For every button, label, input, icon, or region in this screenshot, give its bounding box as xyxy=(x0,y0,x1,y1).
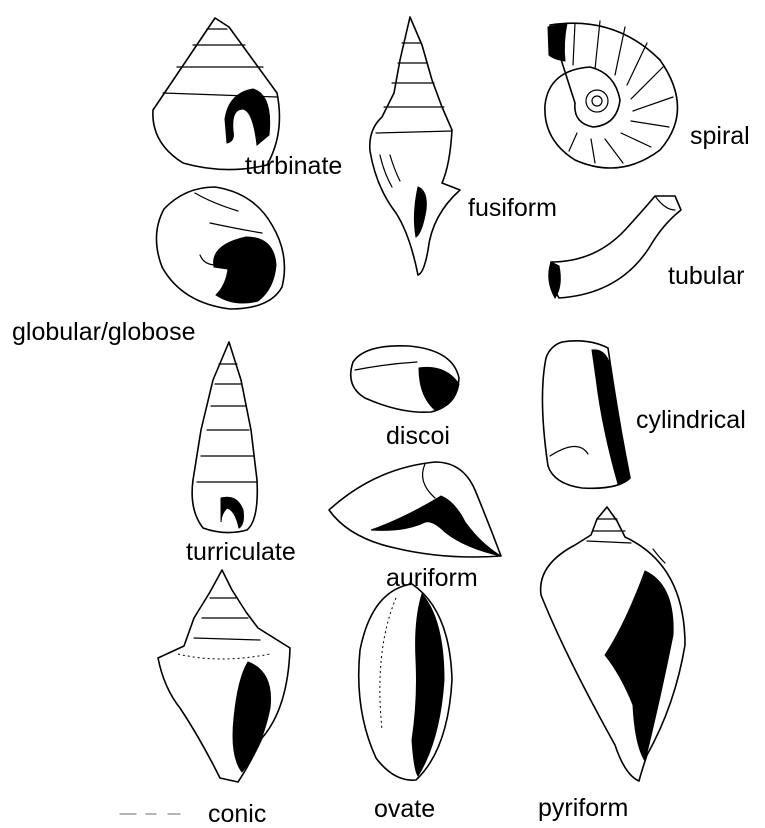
spiral-shell-drawing xyxy=(535,15,690,175)
conic-shell-drawing xyxy=(150,568,305,786)
turriculate-shell-drawing xyxy=(185,340,265,535)
label-globular: globular/globose xyxy=(12,320,195,345)
dash-mark-decoration xyxy=(118,810,196,818)
label-discoi: discoi xyxy=(386,424,450,449)
cylindrical-shell-drawing xyxy=(538,338,638,493)
label-turbinate: turbinate xyxy=(245,154,342,179)
label-pyriform: pyriform xyxy=(538,796,628,821)
turbinate-shell-drawing xyxy=(145,15,290,175)
label-ovate: ovate xyxy=(374,797,435,822)
label-spiral: spiral xyxy=(690,124,750,149)
label-tubular: tubular xyxy=(668,264,744,289)
globular-shell-drawing xyxy=(150,185,295,315)
label-fusiform: fusiform xyxy=(468,196,557,221)
label-conic: conic xyxy=(208,802,266,827)
pyriform-shell-drawing xyxy=(535,505,690,785)
tubular-shell-drawing xyxy=(545,190,685,305)
discoi-shell-drawing xyxy=(345,340,465,415)
auriform-shell-drawing xyxy=(325,460,505,565)
label-turriculate: turriculate xyxy=(186,540,296,565)
ovate-shell-drawing xyxy=(352,580,457,785)
label-cylindrical: cylindrical xyxy=(636,408,746,433)
fusiform-shell-drawing xyxy=(360,15,475,280)
